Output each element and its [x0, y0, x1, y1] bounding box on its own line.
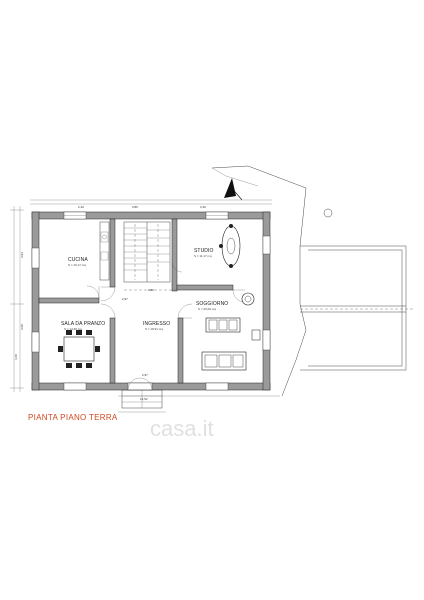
room-soggiorno: SOGGIORNO S = 20,00 mq — [196, 301, 228, 311]
staircase — [123, 221, 176, 291]
room-studio-name: STUDIO — [194, 248, 214, 254]
room-studio-area: S = 11,17 mq — [194, 254, 212, 258]
dim-left-1: 3,94 — [20, 252, 24, 258]
dim-bottom-1: 2,97 — [142, 373, 148, 377]
dim-top-3: 0,86 — [132, 205, 138, 209]
room-ingresso: INGRESSO S = 18,91 mq — [143, 321, 170, 331]
annex-outline — [300, 245, 414, 371]
dim-left-3: 4,40 — [14, 354, 18, 360]
living-furniture — [201, 292, 261, 371]
dim-stair-1: 2,97 — [122, 297, 128, 301]
interior-walls — [38, 218, 234, 384]
drawing-title: PIANTA PIANO TERRA — [28, 413, 118, 422]
reference-circle — [323, 208, 333, 218]
studio-desk — [219, 224, 241, 268]
dim-left-2: 3,60 — [20, 324, 24, 330]
room-soggiorno-area: S = 20,00 mq — [198, 307, 216, 311]
dim-stair-2: 0,86 — [148, 288, 154, 292]
north-arrow-icon — [224, 178, 243, 201]
room-cucina-name: CUCINA — [68, 257, 88, 263]
room-ingresso-area: S = 18,91 mq — [145, 327, 163, 331]
room-studio: STUDIO S = 11,17 mq — [194, 248, 214, 258]
dim-bottom-2: 13,52 — [140, 397, 148, 401]
room-sala-area: S = 14,66 mq — [64, 327, 82, 331]
entry-steps — [118, 389, 166, 413]
room-sala-da-pranzo: SALA DA PRANZO S = 14,66 mq — [61, 321, 105, 331]
room-ingresso-name: INGRESSO — [143, 321, 170, 327]
room-cucina-area: S = 16,17 mq — [68, 263, 86, 267]
room-soggiorno-name: SOGGIORNO — [196, 301, 228, 307]
watermark: casa.it — [150, 416, 214, 441]
roof-outline — [211, 165, 307, 397]
windows — [31, 211, 271, 391]
kitchen-fixtures — [99, 221, 110, 281]
room-cucina: CUCINA S = 16,17 mq — [68, 257, 88, 267]
dim-top-1: 2,40 — [78, 205, 84, 209]
dim-top-2: 3,30 — [200, 205, 206, 209]
dining-table — [58, 330, 100, 368]
room-sala-name: SALA DA PRANZO — [61, 321, 105, 327]
